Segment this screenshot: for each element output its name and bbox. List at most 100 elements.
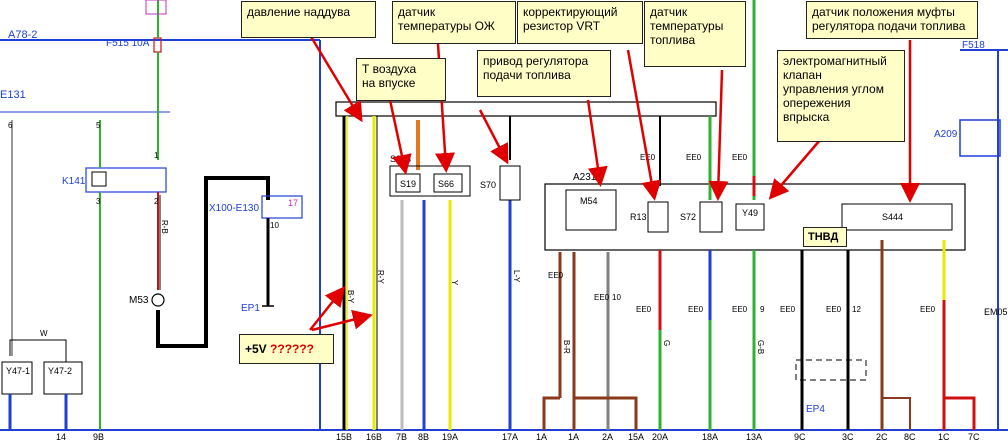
callout-boost-pressure: давление наддува — [241, 1, 376, 38]
bottom-label-3c: 3C — [842, 432, 854, 442]
module-e131: E131 — [0, 89, 26, 101]
y47-link-wire — [9, 339, 67, 362]
wire-code-1a: B-R — [562, 340, 571, 354]
module-a78: A78-2 — [8, 29, 37, 41]
sensor-s70-label: S70 — [480, 180, 496, 190]
relay-k141-label: K141 — [62, 176, 86, 187]
bottom-label-1a: 1A — [568, 432, 579, 442]
arrow-s70 — [478, 109, 509, 165]
connector-ee0-3: EE0 — [636, 305, 652, 314]
bottom-label-1c: 1C — [938, 432, 950, 442]
top-connector-tag — [145, 0, 167, 15]
bottom-label-16b: 16B — [366, 432, 382, 442]
sensor-s444-label: S444 — [882, 212, 903, 222]
connector-ee0-11: EE0 — [920, 305, 936, 314]
ground-ep4-label: EP4 — [806, 404, 825, 415]
callout-fuel-temp-sensor: датчик температуры топлива — [644, 1, 746, 67]
sensor-s70-box — [499, 165, 521, 201]
arrow-vrt — [626, 49, 662, 201]
resistor-r13-label: R13 — [630, 212, 647, 222]
x100-connector-box — [261, 195, 303, 219]
wire-code-w: W — [40, 329, 48, 338]
sensor-s66-box — [433, 173, 463, 193]
bottom-label-2c: 2C — [876, 432, 888, 442]
sensor-s72-box — [699, 201, 723, 233]
callout-coolant-temp-sensor: датчик температуры ОЖ — [392, 1, 516, 44]
bottom-label-18a: 18A — [702, 432, 718, 442]
plus5v-suffix: ?????? — [270, 342, 315, 356]
resistor-r13-box — [647, 201, 669, 233]
bottom-label-9c: 9C — [794, 432, 806, 442]
ground-ep1-label: EP1 — [241, 303, 260, 314]
callout-sleeve-position-sensor: датчик положения муфты регулятора подачи… — [806, 1, 978, 39]
wire-code-19a: Y — [450, 280, 459, 286]
valve-y47-1-box — [1, 361, 33, 395]
bottom-label-7c: 7C — [968, 432, 980, 442]
pin-label-9: 9 — [760, 305, 765, 314]
wire-15a-loop — [574, 396, 638, 430]
callout-tnvd: ТНВД — [803, 227, 847, 247]
valve-y47-1-label: Y47-1 — [6, 366, 30, 376]
bus-tag-17: 17 — [288, 198, 298, 208]
em05-label: EM05 — [984, 307, 1008, 317]
arrow-5v-1 — [309, 286, 346, 331]
wire-7c-loop — [944, 396, 976, 430]
bottom-label-17a: 17A — [502, 432, 518, 442]
wire-code-13a: G-B — [756, 340, 765, 354]
bottom-label-2a: 2A — [602, 432, 613, 442]
sensor-s72-label: S72 — [680, 212, 696, 222]
valve-y47-2-box — [43, 361, 83, 395]
connector-ee0-1: EE0 — [548, 271, 564, 280]
callout-plus5v: +5V ?????? — [239, 334, 334, 364]
connector-ee0-9: EE0 — [780, 305, 796, 314]
module-a209-label: A209 — [934, 129, 958, 140]
connector-ee0-7: EE0 — [686, 153, 702, 162]
pin-label-5: 5 — [96, 121, 101, 130]
connector-ee0-2: EE0 — [594, 293, 610, 302]
connector-x100-label: X100-E130 — [209, 203, 259, 214]
bottom-label-15b: 15B — [336, 432, 352, 442]
connector-ee0-4: EE0 — [688, 305, 704, 314]
plus5v-prefix: +5V — [245, 342, 267, 356]
callout-injection-timing-valve: электромагнитный клапан управления углом… — [777, 50, 905, 142]
bottom-label-15a: 15A — [628, 432, 644, 442]
bottom-label-8c: 8C — [904, 432, 916, 442]
wire-code-20a: G — [662, 340, 671, 346]
relay-k141-box — [85, 167, 167, 193]
arrow-intake-air — [388, 99, 412, 175]
bottom-label-20a: 20A — [652, 432, 668, 442]
sensor-s444-box — [841, 203, 953, 231]
relay-k141-coil — [91, 171, 107, 187]
callout-fuel-regulator-drive: привод регулятора подачи топлива — [477, 50, 611, 97]
motor-m53-label: M53 — [129, 295, 149, 306]
arrow-fuel-regulator — [586, 99, 608, 187]
wire-14a-loop — [542, 396, 560, 430]
pin-label-3: 3 — [96, 197, 101, 206]
module-a231-label: A231 — [573, 172, 597, 183]
module-a209-box — [959, 119, 1001, 157]
arrow-timing-valve — [768, 139, 821, 200]
pin-label-1: 1 — [154, 151, 159, 160]
pin-label-10b: 10 — [612, 293, 621, 302]
m53-ground-loop — [156, 176, 270, 348]
motor-m53-symbol — [151, 293, 165, 307]
sensor-s293-label: S293 — [390, 154, 411, 164]
valve-y49-box — [735, 203, 765, 231]
sensor-s66-label: S66 — [438, 179, 454, 189]
wire-8c-loop — [882, 397, 911, 430]
arrow-5v-2 — [311, 309, 373, 332]
pin-label-2: 2 — [154, 197, 159, 206]
arrow-fuel-temp — [708, 69, 729, 201]
wire-code-m53: R-B — [160, 220, 169, 234]
bottom-label-9b: 9B — [93, 432, 104, 442]
sensor-s19-label: S19 — [400, 179, 416, 189]
pin-label-12: 12 — [852, 305, 861, 314]
bottom-label-8b: 8B — [418, 432, 429, 442]
actuator-m54-box — [565, 189, 617, 231]
harness-bracket — [335, 101, 717, 117]
callout-vrt-resistor: корректирующий резистор VRT — [517, 1, 643, 44]
pin-label-10: 10 — [270, 221, 279, 230]
pin-label-6: 6 — [8, 121, 13, 130]
